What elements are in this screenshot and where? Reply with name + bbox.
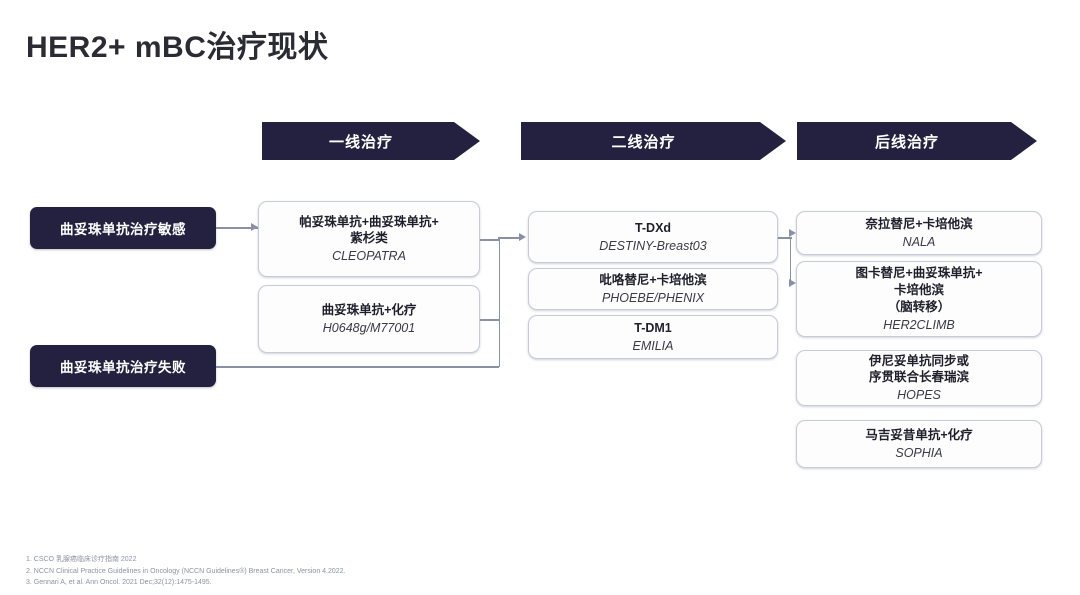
treatment-card-tdxd: T-DXd DESTINY-Breast03 [528, 211, 778, 263]
status-pill-trastuzumab-sensitive-label: 曲妥珠单抗治疗敏感 [60, 222, 186, 237]
treatment-regimen-line3: （脑转移） [887, 299, 951, 314]
treatment-trial-name: NALA [902, 234, 936, 249]
treatment-regimen-line2: 序贯联合长春瑞滨 [868, 370, 969, 385]
footnote-item-2: 2. NCCN Clinical Practice Guidelines in … [26, 567, 346, 575]
treatment-regimen-line1: 伊尼妥单抗同步或 [868, 353, 969, 368]
stage-banner-second-line-label: 二线治疗 [611, 133, 676, 151]
connector-vertical-bus [498, 237, 500, 367]
treatment-regimen-line1: T-DM1 [634, 320, 672, 335]
treatment-card-nala: 奈拉替尼+卡培他滨 NALA [796, 211, 1042, 255]
arrow-head-first-line [251, 222, 258, 231]
connector-cleopatra-to-bus [480, 239, 500, 241]
treatment-regimen-line1: 帕妥珠单抗+曲妥珠单抗+ [299, 214, 439, 229]
arrow-head-later-line-second [789, 278, 796, 287]
footnote-item-1: 1. CSCO 乳腺癌临床诊疗指南 2022 [26, 556, 137, 563]
treatment-trial-name: SOPHIA [895, 445, 943, 460]
stage-banner-second-line: 二线治疗 [521, 122, 786, 160]
status-pill-trastuzumab-failure-label: 曲妥珠单抗治疗失败 [60, 360, 186, 375]
treatment-trial-name: HER2CLIMB [883, 317, 955, 332]
page-title: HER2+ mBC治疗现状 [26, 31, 329, 64]
treatment-card-her2climb: 图卡替尼+曲妥珠单抗+ 卡培他滨 （脑转移） HER2CLIMB [796, 261, 1042, 337]
treatment-regimen-line1: 曲妥珠单抗+化疗 [321, 302, 417, 317]
stage-banner-first-line: 一线治疗 [262, 122, 480, 160]
treatment-regimen-line1: 图卡替尼+曲妥珠单抗+ [855, 266, 983, 281]
treatment-trial-name: PHOEBE/PHENIX [601, 290, 705, 305]
treatment-regimen-line1: 吡咯替尼+卡培他滨 [599, 272, 707, 287]
treatment-trial-name: DESTINY-Breast03 [599, 238, 707, 253]
connector-sensitive-to-first-line [216, 227, 258, 229]
connector-bus-to-second-line [498, 237, 522, 239]
stage-banner-first-line-label: 一线治疗 [328, 133, 393, 151]
treatment-card-tdm1: T-DM1 EMILIA [528, 315, 778, 359]
arrow-head-second-line [519, 232, 526, 241]
treatment-regimen-line1: 马吉妥昔单抗+化疗 [865, 427, 973, 442]
status-pill-trastuzumab-failure: 曲妥珠单抗治疗失败 [30, 345, 216, 387]
footnote-item-3: 3. Gennari A, et al. Ann Oncol. 2021 Dec… [26, 579, 212, 587]
stage-banner-later-line-label: 后线治疗 [874, 133, 939, 151]
treatment-card-sophia: 马吉妥昔单抗+化疗 SOPHIA [796, 420, 1042, 468]
treatment-regimen-line2: 紫杉类 [350, 231, 388, 246]
connector-failure-to-bus [216, 366, 499, 368]
status-pill-trastuzumab-sensitive: 曲妥珠单抗治疗敏感 [30, 207, 216, 249]
connector-later-line-vertical [789, 237, 791, 283]
treatment-trial-name: HOPES [897, 388, 941, 403]
treatment-card-phoebe-phenix: 吡咯替尼+卡培他滨 PHOEBE/PHENIX [528, 268, 778, 310]
footnote-references: 1. CSCO 乳腺癌临床诊疗指南 2022 2. NCCN Clinical … [26, 554, 346, 589]
treatment-card-hopes: 伊尼妥单抗同步或 序贯联合长春瑞滨 HOPES [796, 350, 1042, 406]
treatment-trial-name: EMILIA [632, 338, 674, 353]
treatment-trial-name: CLEOPATRA [332, 249, 406, 264]
treatment-card-cleopatra: 帕妥珠单抗+曲妥珠单抗+ 紫杉类 CLEOPATRA [258, 201, 480, 277]
connector-h0648g-to-bus [480, 319, 500, 321]
arrow-head-later-line-top [789, 228, 796, 237]
treatment-trial-name: H0648g/M77001 [322, 320, 416, 335]
connector-second-line-to-later-line [778, 237, 792, 239]
treatment-card-h0648g: 曲妥珠单抗+化疗 H0648g/M77001 [258, 285, 480, 353]
treatment-regimen-line1: T-DXd [634, 220, 672, 235]
stage-banner-later-line: 后线治疗 [797, 122, 1037, 160]
treatment-regimen-line1: 奈拉替尼+卡培他滨 [865, 216, 973, 231]
treatment-regimen-line2: 卡培他滨 [893, 282, 944, 297]
